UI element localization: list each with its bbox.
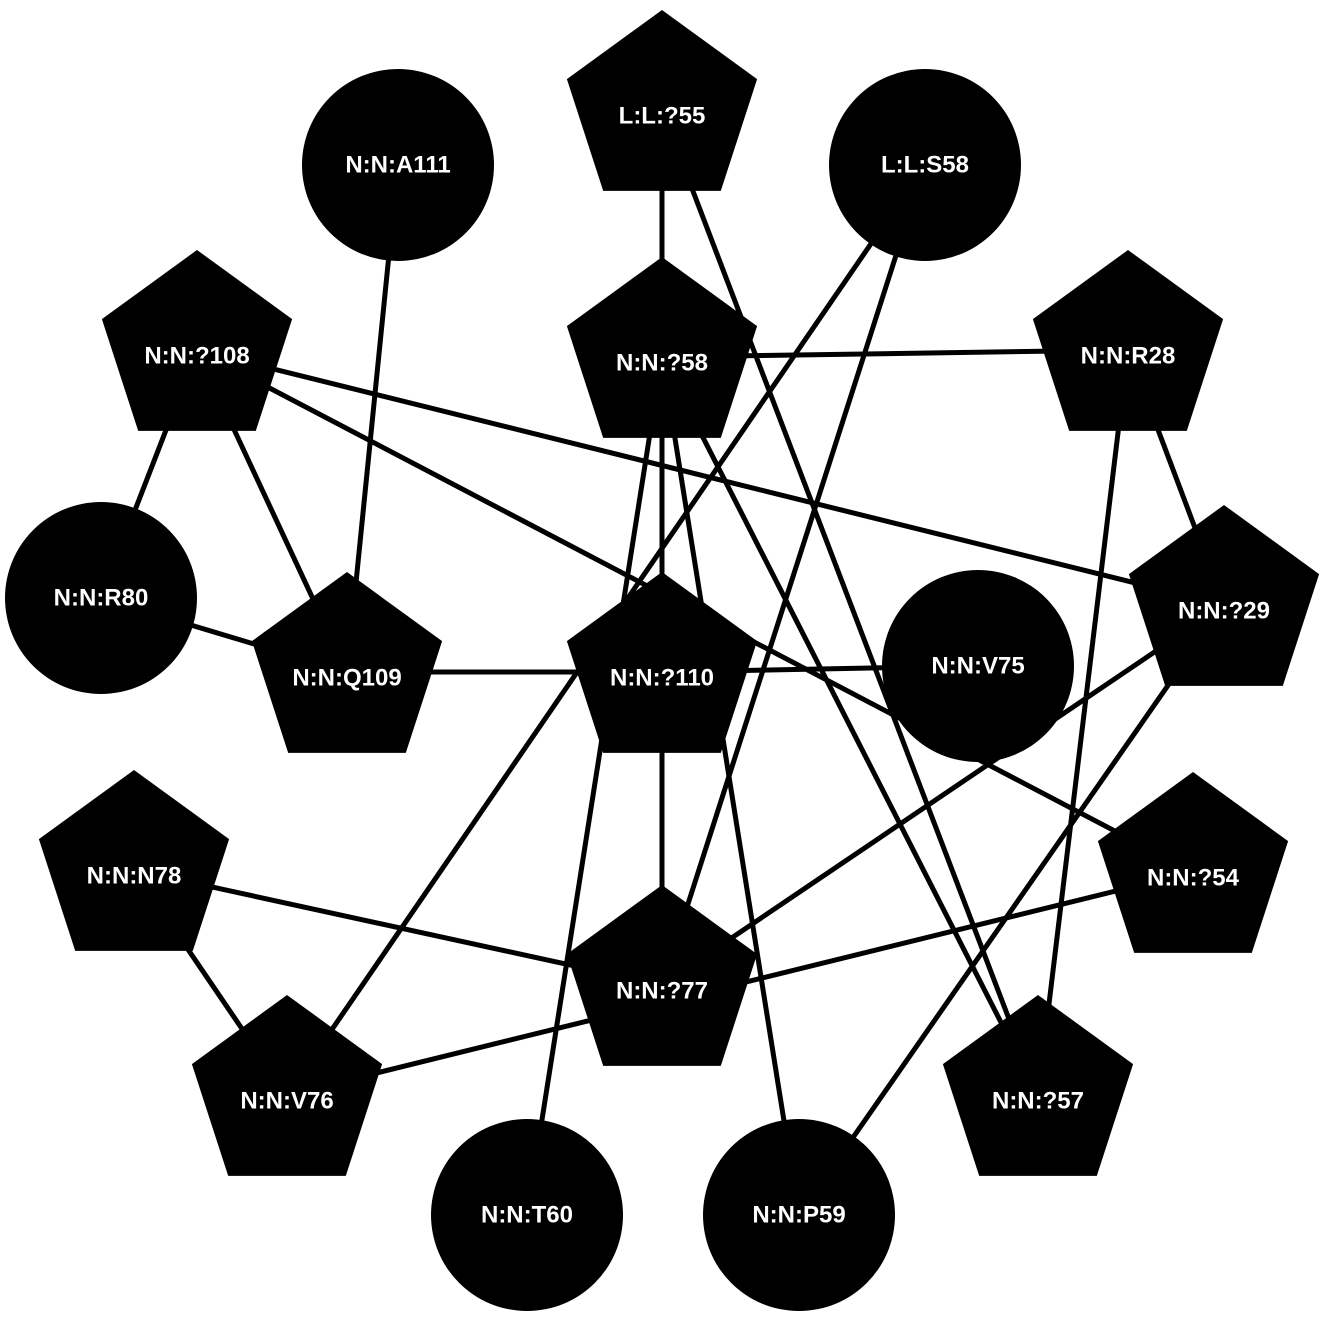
node-label: L:L:?55 — [619, 103, 706, 130]
node-shape-pentagon — [101, 250, 293, 431]
node-l-l-s58: L:L:S58 — [829, 69, 1021, 261]
node-label: N:N:?110 — [610, 665, 714, 692]
node-n-n-p59: N:N:P59 — [703, 1119, 895, 1311]
node-shape-pentagon — [38, 770, 230, 951]
node-n-n-n78: N:N:N78 — [38, 770, 230, 951]
edge-n-n-r28-to-n-n-57 — [1035, 349, 1131, 1096]
node-n-n-57: N:N:?57 — [942, 995, 1134, 1176]
edge-n-n-29-to-n-n-p59 — [796, 603, 1227, 1217]
edge-n-n-58-to-n-n-57 — [659, 355, 1041, 1097]
node-label: N:N:?77 — [616, 978, 708, 1005]
node-label: N:N:V76 — [240, 1088, 333, 1115]
node-label: N:N:R80 — [54, 585, 149, 612]
node-shape-pentagon — [1097, 772, 1289, 953]
node-l-l-55: L:L:?55 — [566, 10, 758, 191]
node-n-n-110: N:N:?110 — [566, 572, 758, 753]
node-shape-pentagon — [566, 10, 758, 191]
node-n-n-108: N:N:?108 — [101, 250, 293, 431]
node-shape-pentagon — [1032, 250, 1224, 431]
node-n-n-v76: N:N:V76 — [191, 995, 383, 1176]
node-label: L:L:S58 — [881, 152, 969, 179]
node-shape-pentagon — [566, 257, 758, 438]
node-n-n-r28: N:N:R28 — [1032, 250, 1224, 431]
node-shape-circle — [882, 570, 1074, 762]
node-label: N:N:?108 — [144, 343, 249, 370]
edge-l-l-55-to-n-n-57 — [659, 109, 1041, 1096]
edge-n-n-58-to-n-n-t60 — [524, 356, 665, 1216]
node-label: N:N:?29 — [1178, 598, 1270, 625]
node-shape-circle — [302, 69, 494, 261]
node-label: N:N:?58 — [616, 350, 708, 377]
node-shape-circle — [5, 502, 197, 694]
node-shape-pentagon — [191, 995, 383, 1176]
node-n-n-a111: N:N:A111 — [302, 69, 494, 261]
node-shape-pentagon — [251, 572, 443, 753]
edge-n-n-58-to-n-n-p59 — [659, 356, 802, 1216]
node-label: N:N:T60 — [481, 1202, 573, 1229]
node-n-n-r80: N:N:R80 — [5, 502, 197, 694]
edge-n-n-29-to-n-n-77 — [660, 602, 1226, 988]
node-label: N:N:?54 — [1147, 865, 1240, 892]
node-shape-pentagon — [942, 995, 1134, 1176]
node-n-n-77: N:N:?77 — [566, 885, 758, 1066]
node-label: N:N:A111 — [345, 152, 450, 179]
node-label: N:N:?57 — [992, 1088, 1084, 1115]
node-label: N:N:V75 — [931, 653, 1024, 680]
node-label: N:N:Q109 — [292, 665, 401, 692]
node-n-n-54: N:N:?54 — [1097, 772, 1289, 953]
node-shape-pentagon — [1128, 505, 1320, 686]
node-shape-pentagon — [566, 885, 758, 1066]
node-n-n-58: N:N:?58 — [566, 257, 758, 438]
node-n-n-29: N:N:?29 — [1128, 505, 1320, 686]
node-n-n-v75: N:N:V75 — [882, 570, 1074, 762]
node-label: N:N:N78 — [87, 863, 182, 890]
node-shape-circle — [431, 1119, 623, 1311]
edge-n-n-108-to-n-n-29 — [196, 347, 1225, 608]
node-shape-circle — [703, 1119, 895, 1311]
node-label: N:N:R28 — [1081, 343, 1176, 370]
edge-l-l-s58-to-n-n-77 — [659, 164, 928, 986]
node-shape-pentagon — [566, 572, 758, 753]
node-label: N:N:P59 — [752, 1202, 845, 1229]
node-n-n-q109: N:N:Q109 — [251, 572, 443, 753]
node-n-n-t60: N:N:T60 — [431, 1119, 623, 1311]
node-shape-circle — [829, 69, 1021, 261]
